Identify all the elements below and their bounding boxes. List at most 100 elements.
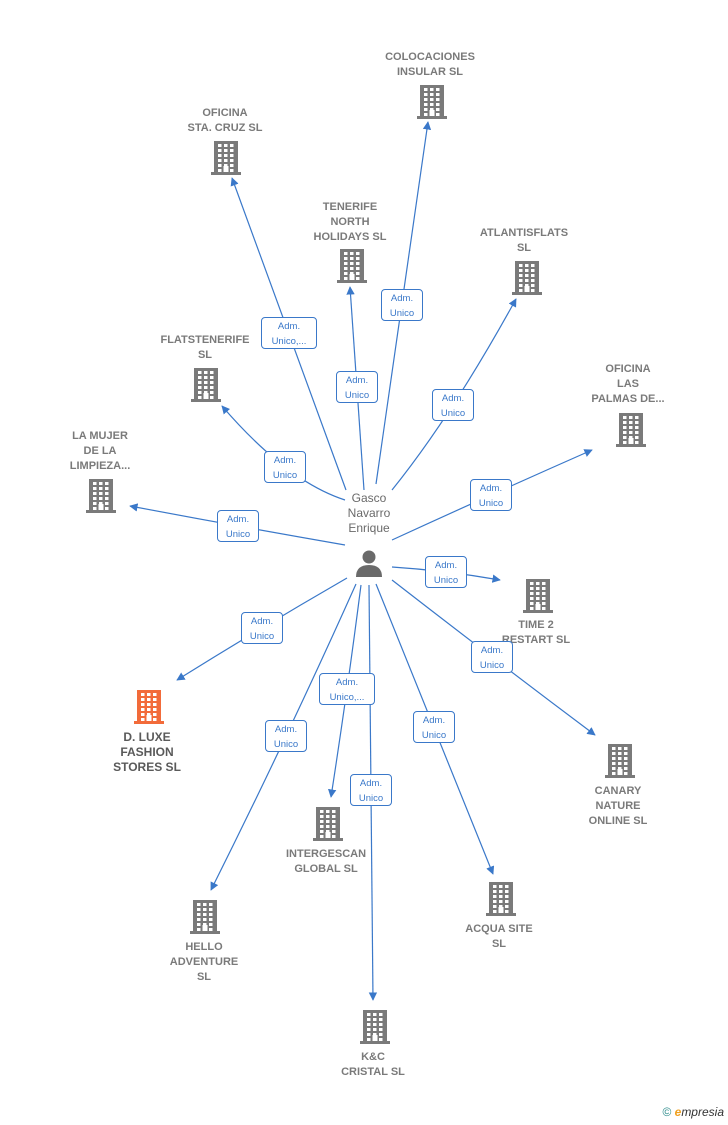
company-name-line: K&C — [361, 1051, 385, 1063]
company-name-line: OFICINA — [202, 107, 248, 119]
role-badge-canary-nature[interactable]: Adm. Unico — [471, 641, 513, 673]
role-badge-time2restart[interactable]: Adm. Unico — [425, 556, 467, 588]
role-text-line: Adm. — [434, 560, 458, 571]
role-badge-colocaciones[interactable]: Adm. Unico — [381, 289, 423, 321]
company-label-hello-adventure[interactable]: HELLO ADVENTURE SL — [170, 940, 238, 985]
person-icon[interactable] — [356, 550, 382, 578]
building-icon-tenerife-north[interactable] — [337, 249, 367, 283]
role-text-line: Unico — [358, 793, 384, 804]
company-name-line: TIME 2 — [518, 619, 554, 631]
building-icon-kc-cristal[interactable] — [360, 1010, 390, 1044]
role-text-line: Adm. — [277, 321, 301, 332]
role-text-line: Adm. — [273, 455, 297, 466]
company-name-line: ACQUA SITE — [465, 923, 533, 935]
company-name-line: SL — [196, 971, 212, 983]
company-name-line: HOLIDAYS SL — [313, 231, 387, 243]
company-label-tenerife-north[interactable]: TENERIFE NORTH HOLIDAYS SL — [314, 200, 387, 245]
copyright-symbol: © — [662, 1105, 672, 1119]
company-name-line: INSULAR SL — [397, 66, 463, 78]
role-text-line: Adm. — [335, 677, 359, 688]
role-badge-oficina-sta-cruz[interactable]: Adm. Unico,... — [261, 317, 317, 349]
role-badge-oficina-las-palmas[interactable]: Adm.Unico — [470, 479, 512, 511]
building-icon-dluxe[interactable] — [134, 690, 164, 724]
role-text-line: Unico — [440, 408, 466, 419]
company-label-kc-cristal[interactable]: K&C CRISTAL SL — [341, 1050, 405, 1080]
company-name-line: TENERIFE — [322, 201, 378, 213]
company-name-line: SL — [491, 938, 507, 950]
company-name-line: HELLO — [185, 941, 223, 953]
company-label-flatstenerife[interactable]: FLATSTENERIFE SL — [160, 333, 249, 363]
role-text-line: Adm. — [479, 483, 503, 494]
building-icon-colocaciones[interactable] — [417, 85, 447, 119]
company-name-line: COLOCACIONES — [385, 51, 475, 63]
company-name-line: STORES SL — [113, 760, 181, 774]
role-badge-dluxe[interactable]: Adm. Unico — [241, 612, 283, 644]
role-text-line: Adm. — [345, 375, 369, 386]
role-text-line: Adm. — [226, 514, 250, 525]
role-text-line: Unico — [272, 470, 298, 481]
brand-logo-initial: e — [674, 1105, 682, 1119]
company-name-line: CRISTAL SL — [341, 1066, 405, 1078]
building-icon-canary-nature[interactable] — [605, 744, 635, 778]
role-badge-atlantisflats[interactable]: Adm.Unico — [432, 389, 474, 421]
building-icon-oficina-sta-cruz[interactable] — [211, 141, 241, 175]
company-name-line: D. LUXE — [123, 730, 171, 744]
role-text-line: Adm. — [359, 778, 383, 789]
footer-brand: © empresia — [662, 1105, 724, 1119]
company-name-line: RESTART SL — [501, 634, 571, 646]
company-name-line: FASHION — [120, 745, 174, 759]
company-name-line: OFICINA — [605, 363, 651, 375]
role-badge-tenerife-north[interactable]: Adm.Unico — [336, 371, 378, 403]
role-text-line: Unico — [225, 529, 251, 540]
building-icon-oficina-las-palmas[interactable] — [616, 413, 646, 447]
building-icon-flatstenerife[interactable] — [191, 368, 221, 402]
company-name-line: CANARY — [594, 785, 642, 797]
building-icon-intergescan[interactable] — [313, 807, 343, 841]
role-text-line: Adm. — [274, 724, 298, 735]
company-name-line: ATLANTISFLATS — [479, 227, 569, 239]
brand-logo-text: mpresia — [681, 1105, 724, 1119]
company-label-time2restart[interactable]: TIME 2 RESTART SL — [502, 618, 570, 648]
role-text-line: Unico — [433, 575, 459, 586]
role-text-line: Adm. — [250, 616, 274, 627]
role-badge-acqua-site[interactable]: Adm.Unico — [413, 711, 455, 743]
role-text-line: Unico — [421, 730, 447, 741]
role-badge-la-mujer[interactable]: Adm. Unico — [217, 510, 259, 542]
building-icon-time2restart[interactable] — [523, 579, 553, 613]
role-text-line: Adm. — [480, 645, 504, 656]
role-text-line: Unico,... — [271, 336, 307, 347]
company-name-line: NORTH — [330, 216, 370, 228]
company-label-acqua-site[interactable]: ACQUA SITE SL — [465, 922, 532, 952]
role-text-line: Unico — [249, 631, 275, 642]
role-text-line: Unico,... — [329, 692, 365, 703]
role-badge-hello-adventure[interactable]: Adm. Unico — [265, 720, 307, 752]
company-name-line: LIMPIEZA... — [69, 460, 131, 472]
company-name-line: NATURE — [595, 800, 641, 812]
company-name-line: ADVENTURE — [169, 956, 239, 968]
person-name-line: Enrique — [348, 521, 390, 535]
role-badge-flatstenerife[interactable]: Adm. Unico — [264, 451, 306, 483]
company-label-colocaciones[interactable]: COLOCACIONES INSULAR SL — [385, 50, 475, 80]
role-badge-intergescan[interactable]: Adm. Unico,... — [319, 673, 375, 705]
building-icon-la-mujer[interactable] — [86, 479, 116, 513]
building-icon-atlantisflats[interactable] — [512, 261, 542, 295]
company-name-line: SL — [197, 349, 213, 361]
role-text-line: Unico — [479, 660, 505, 671]
building-icon-hello-adventure[interactable] — [190, 900, 220, 934]
role-text-line: Unico — [273, 739, 299, 750]
role-text-line: Unico — [389, 308, 415, 319]
role-badge-kc-cristal[interactable]: Adm. Unico — [350, 774, 392, 806]
company-name-line: FLATSTENERIFE — [160, 334, 250, 346]
building-icon-acqua-site[interactable] — [486, 882, 516, 916]
role-text-line: Adm. — [390, 293, 414, 304]
